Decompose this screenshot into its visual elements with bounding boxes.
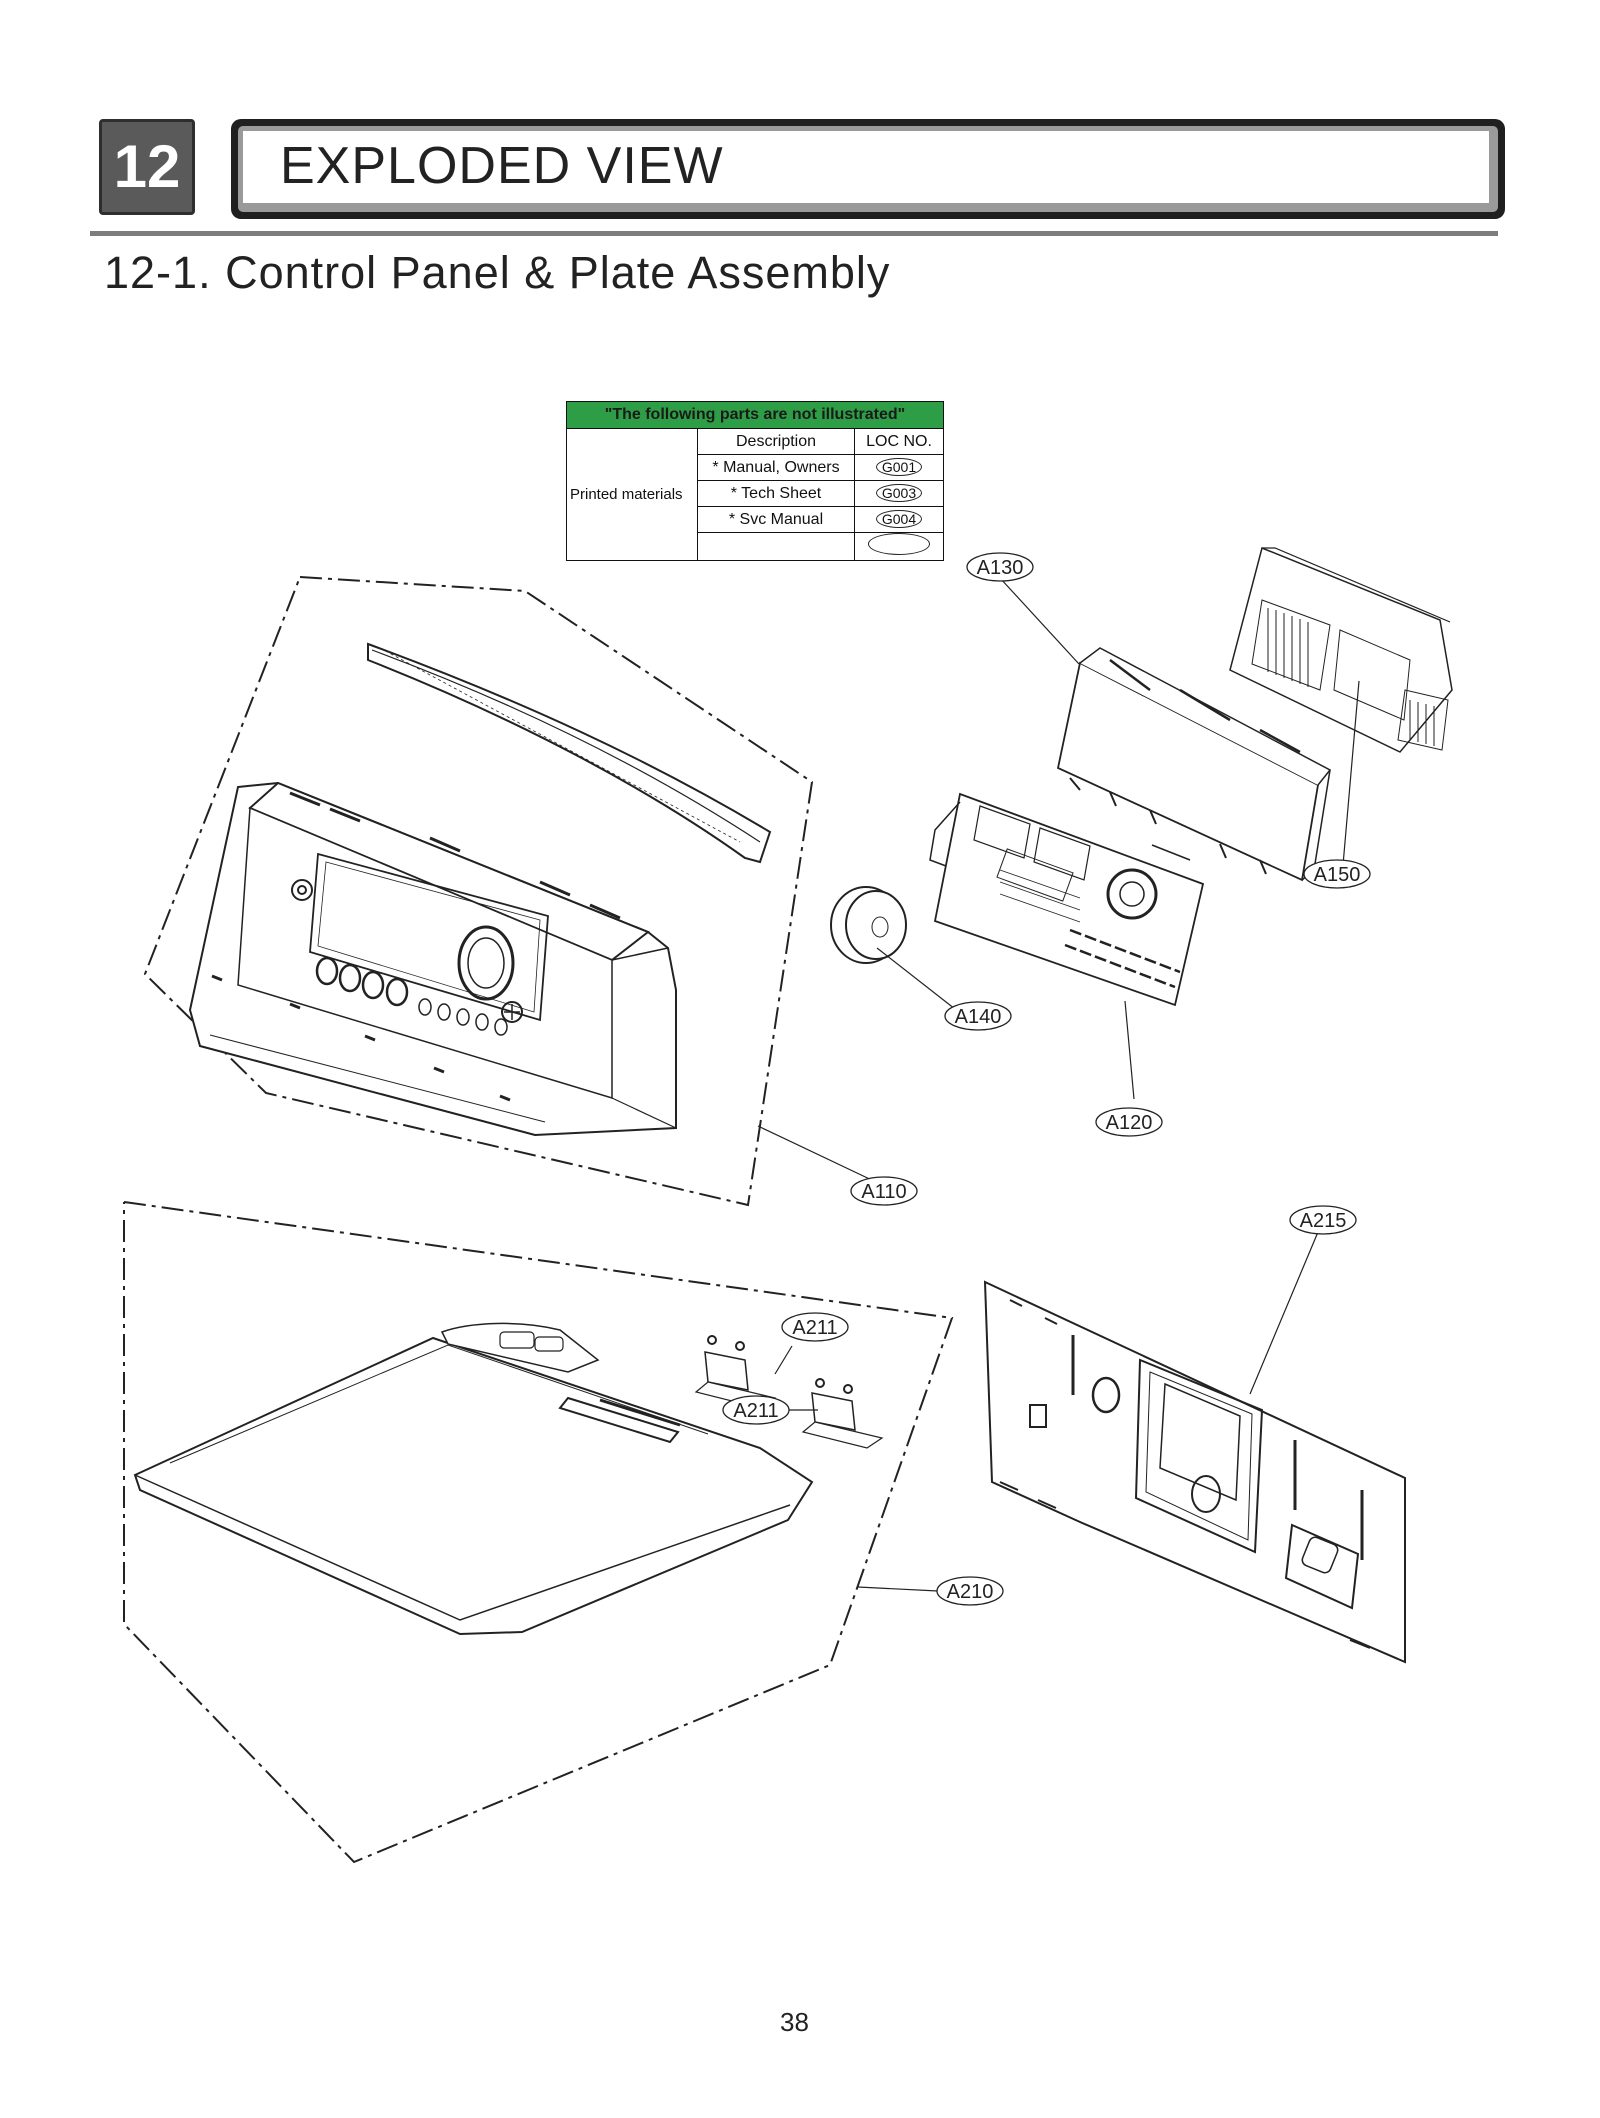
row-description: * Tech Sheet [697,480,855,507]
callout-bubbles [722,552,1371,1606]
control-panel-group-boundary [143,576,814,1207]
callout-a215: A215 [1300,1210,1347,1232]
callout-a210: A210 [947,1581,994,1603]
row-loc-cell: G003 [854,480,944,507]
page-number: 38 [780,2007,809,2037]
row-description: * Svc Manual [697,506,855,533]
loc-badge: G003 [875,484,923,502]
row-loc-cell: G004 [854,506,944,533]
group-label: Printed materials [566,428,698,561]
plate-group-boundary [123,1201,954,1864]
callout-a120: A120 [1106,1112,1153,1134]
section-number-badge: 12 [99,119,195,215]
section-title-frame: EXPLODED VIEW [231,119,1505,219]
back-plate [983,1280,1406,1664]
display-cover [1056,647,1332,882]
table-row: * Svc Manual G004 [567,506,944,533]
callout-labels: A130 A150 A140 A120 A110 A215 A211 A211 … [733,557,1360,1603]
pcb-board [929,792,1205,1007]
table-row-empty [567,532,944,561]
callout-a130: A130 [977,557,1024,579]
callout-a211-top: A211 [792,1317,837,1339]
section-title: EXPLODED VIEW [238,126,1498,212]
subsection-title: 12-1. Control Panel & Plate Assembly [104,247,891,298]
knob-part [830,886,907,964]
callout-a211-bottom: A211 [733,1400,778,1422]
leader-lines [757,577,1360,1592]
bracket-bottom [801,1378,884,1449]
row-loc-cell-empty [854,532,944,561]
row-description: * Manual, Owners [697,454,855,481]
not-illustrated-parts-table: "The following parts are not illustrated… [566,401,944,561]
column-header-loc: LOC NO. [854,428,944,455]
callout-a110: A110 [861,1181,906,1203]
loc-badge: G004 [875,510,923,528]
table-title: "The following parts are not illustrated… [566,401,944,429]
loc-badge: G001 [875,458,923,476]
row-loc-cell: G001 [854,454,944,481]
callout-a150: A150 [1314,864,1361,886]
control-panel-housing [188,781,677,1137]
column-header-description: Description [697,428,855,455]
table-row: * Tech Sheet G003 [567,480,944,507]
panel-trim-strip [367,642,772,864]
table-row: * Manual, Owners G001 [567,454,944,481]
callout-a140: A140 [955,1006,1002,1028]
row-description-empty [697,532,855,561]
rear-housing [1229,546,1453,753]
header-rule [90,231,1498,236]
loc-badge-empty [868,533,930,555]
top-lid [133,1322,814,1636]
